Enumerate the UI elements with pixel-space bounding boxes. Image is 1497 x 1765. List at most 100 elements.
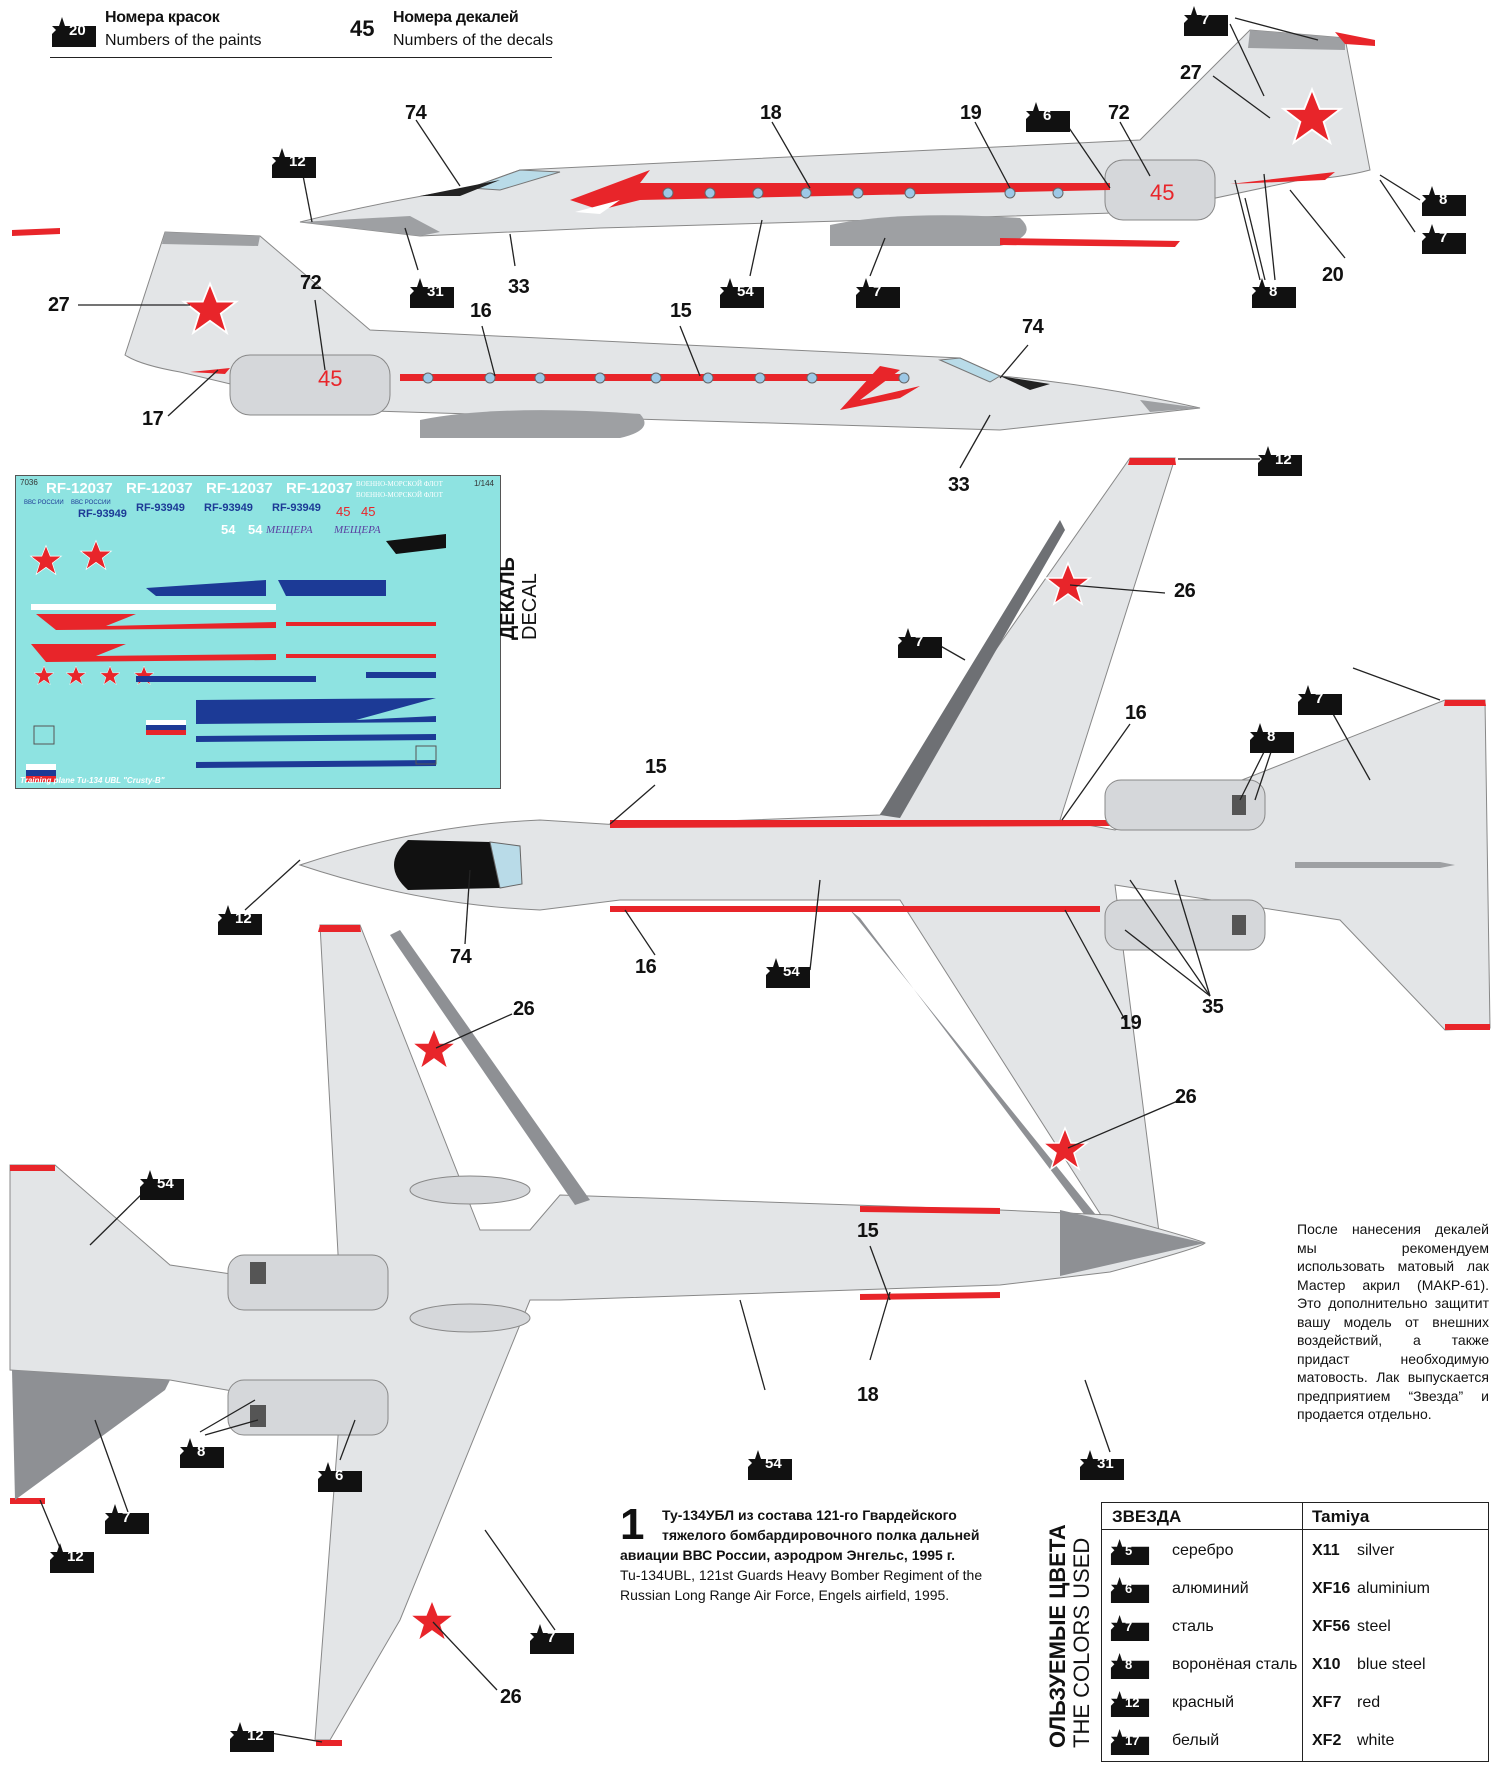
- decal-navy-text-b: ВОЕННО-МОРСКОЙ ФЛОТ: [356, 491, 443, 499]
- paint-number: 8: [1125, 1657, 1133, 1672]
- paint-badge-number: 54: [783, 963, 800, 980]
- paint-badge-bottom-6-icon: 54: [748, 1450, 792, 1480]
- decal-vvs-a: ВВС РОССИИ: [24, 500, 64, 506]
- paint-badge-number: 8: [197, 1443, 206, 1460]
- varnish-note: После нанесения декалей мы рекомендуем и…: [1297, 1221, 1489, 1422]
- callout-74-top: 74: [450, 946, 472, 968]
- callout-72-lower: 72: [300, 272, 322, 294]
- callout-74: 74: [405, 102, 427, 124]
- decal-legend-subtitle: Numbers of the decals: [393, 32, 554, 49]
- bottom-view: [9, 924, 1206, 1746]
- paint-badge-number: 7: [122, 1509, 131, 1526]
- top-view: [298, 457, 1491, 1246]
- callout-20: 20: [1322, 264, 1344, 286]
- decal-reg-2a: RF-93949: [78, 508, 127, 520]
- tamiya-code: X11: [1312, 1542, 1340, 1559]
- decal-footer: Training plane Tu-134 UBL "Crusty-B": [20, 776, 165, 785]
- tamiya-name: steel: [1357, 1618, 1391, 1635]
- paint-badge-top-3-icon: 8: [1250, 723, 1294, 753]
- callout-27-lower: 27: [48, 294, 70, 316]
- paint-star-icon: 17: [1110, 1729, 1150, 1755]
- decal-legend-title: Номера декалей: [393, 9, 519, 26]
- paint-badge-top-4-icon: 12: [218, 905, 262, 935]
- tamiya-code: XF16: [1312, 1580, 1351, 1597]
- paint-star-icon: 8: [1110, 1653, 1150, 1679]
- callout-33: 33: [508, 276, 530, 298]
- paint-star-icon: 6: [1110, 1577, 1150, 1603]
- callout-26-top-a: 26: [1174, 580, 1196, 602]
- decal-54-a: 54: [221, 522, 236, 537]
- paint-badge-side1-8-icon: 8: [1252, 278, 1296, 308]
- paint-number: 12: [1125, 1695, 1140, 1710]
- callout-27: 27: [1180, 62, 1202, 84]
- header-divider: [50, 57, 552, 58]
- decal-vvs-b: ВВС РОССИИ: [71, 500, 111, 506]
- colors-used-title-ru: ОЛЬЗУЕМЫЕ ЦВЕТА: [1045, 1524, 1070, 1748]
- paint-badge-side1-7-icon: 7: [856, 278, 900, 308]
- paint-badge-number: 7: [873, 283, 882, 300]
- callout-18: 18: [760, 102, 782, 124]
- paint-badge-side1-3-icon: 8: [1422, 186, 1466, 216]
- paint-number: 5: [1125, 1543, 1133, 1558]
- tamiya-code: XF56: [1312, 1618, 1351, 1635]
- side-view-lower: 45: [12, 228, 1201, 438]
- decal-45-b: 45: [361, 504, 376, 519]
- paint-badge-number: 7: [1439, 229, 1448, 246]
- caption-ru-line3: авиации ВВС России, аэродром Энгельс, 19…: [620, 1547, 956, 1563]
- callout-16: 16: [470, 300, 492, 322]
- paint-badge-bottom-1-icon: 8: [180, 1438, 224, 1468]
- caption-ru-line2: тяжелого бомбардировочного полка дальней: [662, 1527, 980, 1543]
- callout-26-bottom-b: 26: [500, 1686, 522, 1708]
- caption-number: 1: [620, 1500, 645, 1549]
- decal-name-a: МЕЩЕРА: [266, 524, 313, 536]
- paint-badge-number: 8: [1269, 283, 1278, 300]
- tamiya-code: XF2: [1312, 1732, 1342, 1749]
- paint-badge-number: 12: [289, 153, 306, 170]
- decal-reg-1c: RF-12037: [206, 480, 273, 497]
- decal-label-ru: ДЕКАЛЬ: [497, 557, 519, 640]
- paint-badge-bottom-8-icon: 12: [230, 1722, 274, 1752]
- paint-badge-number: 12: [1275, 451, 1292, 468]
- tamiya-code: X10: [1312, 1656, 1341, 1673]
- side-number-45-lower: 45: [318, 366, 342, 391]
- callout-18-bottom: 18: [857, 1384, 879, 1406]
- tamiya-name: red: [1357, 1694, 1381, 1711]
- paint-badge-side1-1-icon: 12: [272, 148, 316, 178]
- paint-badge-number: 6: [1043, 107, 1052, 124]
- paint-badge-number: 7: [915, 633, 924, 650]
- paint-number: 7: [1125, 1619, 1133, 1634]
- paint-badge-number: 7: [1315, 690, 1324, 707]
- paint-number: 6: [1125, 1581, 1133, 1596]
- decal-scale: 1/144: [473, 479, 494, 488]
- col-header-tamiya: Tamiya: [1312, 1507, 1370, 1526]
- paint-badge-side1-4-icon: 7: [1422, 224, 1466, 254]
- caption-ru-line1: Ту-134УБЛ из состава 121-го Гвардейского: [662, 1507, 957, 1523]
- paint-legend-title: Номера красок: [105, 9, 220, 26]
- decal-reg-2c: RF-93949: [204, 502, 253, 514]
- paint-badge-number: 8: [1439, 191, 1448, 208]
- callout-72: 72: [1108, 102, 1130, 124]
- paint-badge-bottom-5-icon: 31: [1080, 1450, 1124, 1480]
- side-number-45: 45: [1150, 180, 1174, 205]
- callout-33-lower: 33: [948, 474, 970, 496]
- callout-17: 17: [142, 408, 164, 430]
- paint-badge-number: 54: [765, 1455, 782, 1472]
- paint-badge-number: 12: [235, 910, 252, 927]
- decal-reg-1b: RF-12037: [126, 480, 193, 497]
- paint-badge-side1-6-icon: 54: [720, 278, 764, 308]
- leader-lines: [39, 17, 1441, 1743]
- callout-15-top: 15: [645, 756, 667, 778]
- tamiya-code: XF7: [1312, 1694, 1342, 1711]
- decal-legend-number: 45: [350, 16, 375, 41]
- decal-label-en: DECAL: [519, 573, 541, 640]
- paint-badge-number: 31: [1097, 1455, 1114, 1472]
- paint-badge-number: 7: [1201, 11, 1210, 28]
- paint-badge-number: 54: [157, 1175, 174, 1192]
- color-name-ru: серебро: [1172, 1542, 1234, 1559]
- decal-shapes: [26, 534, 446, 782]
- decal-reg-1d: RF-12037: [286, 480, 353, 497]
